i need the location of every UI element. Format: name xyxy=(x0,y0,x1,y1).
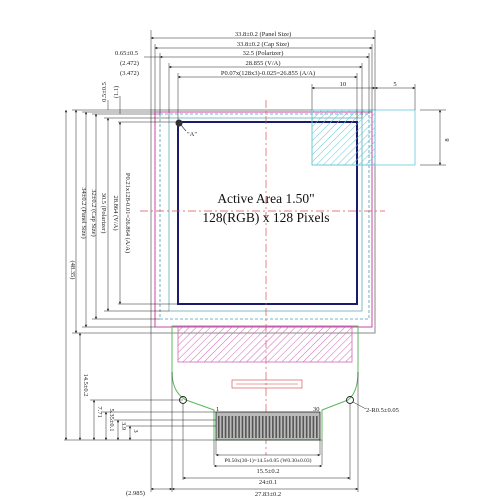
pin-label-last: 30 xyxy=(313,406,320,413)
dim-detail-10: 10 xyxy=(340,81,347,88)
connector-pin xyxy=(255,416,257,438)
dim-fpc-3: 5.35±0.1 xyxy=(108,408,115,431)
connector-pin xyxy=(241,416,244,438)
connector-pin xyxy=(272,416,274,438)
dim-va-width: 28.855 (V/A) xyxy=(245,60,280,67)
point-a-label: "A" xyxy=(187,131,197,138)
dim-detail-5: 5 xyxy=(393,81,396,88)
connector-pin xyxy=(295,416,298,438)
dim-polarizer-height: 30.5 (Polarizer) xyxy=(100,193,107,234)
dim-hole-radius: 2-R0.5±0.05 xyxy=(366,407,399,414)
dim-left-d2: (1.1) xyxy=(113,86,120,98)
point-a-marker xyxy=(175,119,183,127)
dim-polarizer-offset: 0.65±0.5 xyxy=(115,50,138,57)
connector-pin xyxy=(285,416,288,438)
connector-pin xyxy=(248,416,251,438)
dim-detail-8: 8 xyxy=(444,138,451,141)
dim-panel-width: 33.8±0.2 (Panel Size) xyxy=(235,31,291,38)
dim-aa-offset: (3.472) xyxy=(120,70,139,77)
dim-fpc-1: 14.5±0.2 xyxy=(82,373,89,396)
active-area-title: Active Area 1.50" xyxy=(217,191,314,206)
connector-pin xyxy=(218,416,220,438)
connector-pin xyxy=(309,416,311,438)
connector-pin xyxy=(316,416,318,438)
connector-pin xyxy=(234,416,237,438)
tooling-hole-right xyxy=(346,396,354,404)
connector-pin xyxy=(245,416,247,438)
connector-pin xyxy=(258,416,261,438)
connector-pin xyxy=(288,416,291,438)
connector-pin xyxy=(299,416,301,438)
connector-pin xyxy=(268,416,271,438)
fpc-hatched-area xyxy=(177,325,353,363)
connector-pin xyxy=(224,416,227,438)
connector-pin xyxy=(231,416,234,438)
dim-fpc-4: 3.9 xyxy=(120,422,127,430)
dim-bottom-d1: 15.5±0.2 xyxy=(256,468,279,475)
connector-pin xyxy=(275,416,278,438)
dim-aa-width: P0.07x(128x3)-0.025=26.855 (A/A) xyxy=(221,70,315,77)
polarizer-outline xyxy=(159,113,370,320)
dim-cap-width: 33.8±0.2 (Cap Size) xyxy=(237,41,289,48)
connector-pin xyxy=(278,416,281,438)
dim-bottom-d2: 24±0.1 xyxy=(259,479,277,486)
connector-pin xyxy=(238,416,240,438)
pixel-format: 128(RGB) x 128 Pixels xyxy=(202,210,329,225)
dim-bottom-d3: 27.83±0.2 xyxy=(255,491,281,498)
top-dimensions xyxy=(150,30,446,166)
dim-bottom-d3-offset: (2.985) xyxy=(126,490,145,497)
dim-fpc-2: 7.71 xyxy=(96,406,103,417)
dim-left-d1: 0.5±0.5 xyxy=(101,82,108,102)
connector-pin xyxy=(312,416,315,438)
connector-pin xyxy=(282,416,284,438)
fpc-label-box xyxy=(231,379,303,389)
detail-box xyxy=(311,109,416,166)
active-area-outline xyxy=(177,121,358,305)
dim-pin-pitch: P0.50x(30-1)=14.5±0.05 (W0.30±0.03) xyxy=(224,457,311,464)
pin-label-first: 1 xyxy=(216,406,219,413)
dim-total-height: (48.35) xyxy=(69,261,76,280)
connector-pin xyxy=(265,416,267,438)
connector-pin xyxy=(292,416,294,438)
connector-pin xyxy=(261,416,264,438)
dim-va-height: 28.864 (V/A) xyxy=(112,195,119,230)
dim-panel-height: 34±0.2 (Panel Size) xyxy=(80,187,87,238)
dim-polarizer-width: 32.5 (Polarizer) xyxy=(243,50,284,57)
connector-pin xyxy=(221,416,223,438)
bottom-dimensions xyxy=(150,333,359,492)
dim-aa-height: P0.21x128-0.01=26.864 (A/A) xyxy=(124,173,131,253)
viewing-area-outline xyxy=(168,117,363,312)
dim-cap-height: 32±0.2 (Cap Size) xyxy=(90,189,97,236)
hatched-detail-region xyxy=(311,109,376,166)
connector-pin xyxy=(305,416,308,438)
connector-pins xyxy=(218,416,318,438)
connector-pin xyxy=(302,416,305,438)
dim-va-offset: (2.472) xyxy=(120,60,139,67)
left-dimensions xyxy=(64,96,216,441)
connector-pin xyxy=(251,416,254,438)
dim-fpc-5: 3 xyxy=(132,429,139,432)
connector-pin xyxy=(228,416,230,438)
